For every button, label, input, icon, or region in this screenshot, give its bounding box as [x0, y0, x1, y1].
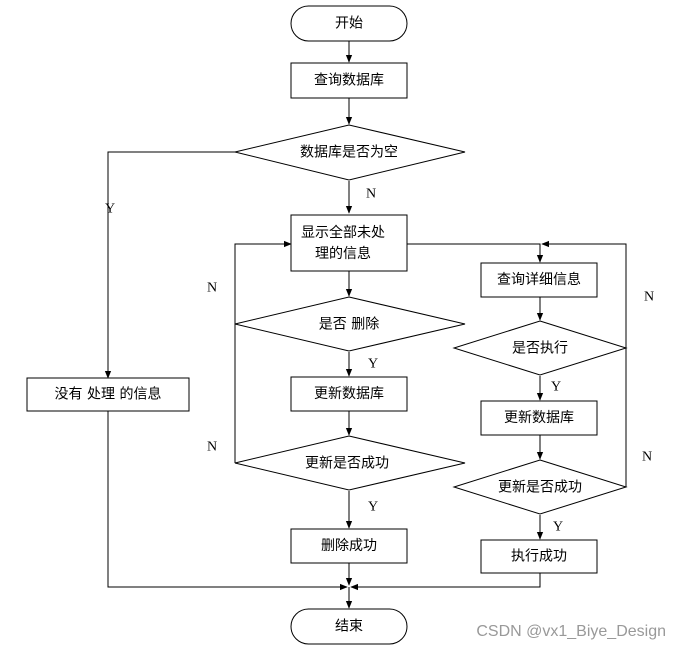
execute-decision-label: 是否执行 — [512, 341, 568, 357]
label-delete-no: N — [207, 281, 217, 296]
label-update-right-yes: Y — [553, 520, 563, 535]
edge-execute-success-to-join — [350, 573, 541, 591]
watermark: CSDN @vx1_Biye_Design — [476, 623, 666, 640]
delete-success-box — [290, 528, 408, 564]
update-db-left-box — [290, 376, 408, 412]
end-terminal — [290, 608, 408, 645]
edge-show-to-query-detail — [407, 243, 544, 263]
label-db-empty-yes: Y — [105, 202, 115, 217]
label-execute-yes: Y — [551, 380, 561, 395]
edge-update-left-no-loop — [234, 243, 291, 463]
edge-empty-yes-to-no-pending — [104, 151, 235, 379]
label-db-empty-no: N — [366, 187, 376, 202]
delete-success-label: 删除成功 — [321, 538, 377, 554]
label-update-left-no: N — [207, 440, 217, 455]
update-ok-left-decision — [234, 435, 466, 491]
query-detail-label: 查询详细信息 — [497, 271, 581, 288]
start-terminal — [290, 5, 408, 42]
no-pending-label: 没有 处理 的信息 — [55, 386, 162, 403]
label-execute-no: N — [644, 290, 654, 305]
show-pending-box — [290, 214, 408, 272]
label-update-right-no: N — [642, 450, 652, 465]
edge-delete-no-loop — [234, 240, 292, 324]
execute-success-box — [480, 539, 598, 574]
update-ok-left-label: 更新是否成功 — [305, 456, 389, 472]
no-pending-box — [26, 377, 190, 412]
query-detail-box — [480, 262, 598, 298]
label-delete-yes: Y — [368, 357, 378, 372]
delete-decision-label: 是否 删除 — [319, 317, 379, 333]
start-label: 开始 — [335, 16, 363, 32]
end-label: 结束 — [335, 619, 363, 635]
show-pending-label-2: 理的信息 — [315, 245, 371, 262]
db-empty-label: 数据库是否为空 — [300, 145, 398, 161]
db-empty-decision — [234, 124, 466, 181]
update-db-right-box — [480, 400, 598, 436]
execute-success-label: 执行成功 — [511, 549, 567, 565]
delete-decision — [234, 296, 466, 352]
update-ok-right-label: 更新是否成功 — [498, 480, 582, 496]
query-db-box — [290, 62, 408, 99]
query-db-label: 查询数据库 — [314, 73, 384, 89]
update-ok-right-decision — [452, 459, 628, 515]
execute-decision — [452, 320, 628, 376]
update-db-right-label: 更新数据库 — [504, 410, 574, 426]
show-pending-label-1: 显示全部未处 — [301, 224, 385, 241]
label-update-left-yes: Y — [368, 500, 378, 515]
edge-no-pending-to-end — [107, 411, 348, 591]
update-db-left-label: 更新数据库 — [314, 386, 384, 402]
